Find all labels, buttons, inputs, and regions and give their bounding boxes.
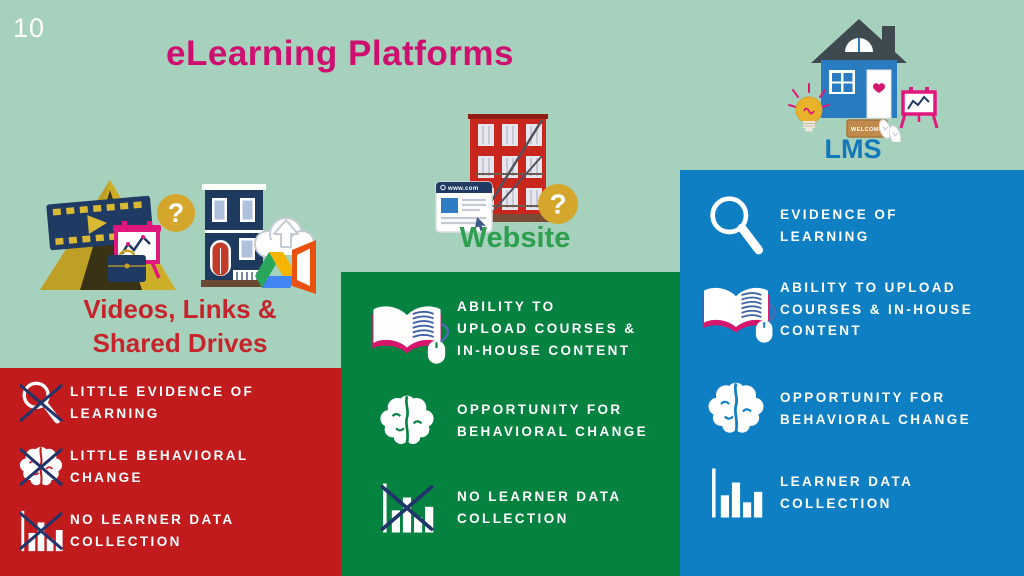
list-item-text: LEARNER DATA COLLECTION <box>780 474 914 511</box>
question-mark-icon: ? <box>538 184 578 224</box>
easel-chart-icon <box>899 87 939 129</box>
barchart-crossed-icon <box>19 509 64 553</box>
svg-text:?: ? <box>549 189 566 220</box>
list-item-text: EVIDENCE OF LEARNING <box>780 207 898 244</box>
page-title: eLearning Platforms <box>166 34 514 73</box>
svg-text:?: ? <box>168 198 185 228</box>
book-upload-icon <box>371 305 450 365</box>
brain-crossed-icon <box>18 445 64 487</box>
list-item-text: NO LEARNER DATA COLLECTION <box>457 489 622 526</box>
house-icon <box>811 19 907 119</box>
list-item-text: OPPORTUNITY FOR BEHAVIORAL CHANGE <box>780 390 972 427</box>
briefcase-icon <box>108 249 146 282</box>
townhouse-icon <box>201 184 267 287</box>
brain-icon <box>707 381 765 435</box>
website-label: Website <box>459 222 571 254</box>
lightbulb-icon <box>788 83 830 132</box>
list-item-text: NO LEARNER DATA COLLECTION <box>70 512 235 549</box>
website-panel: ABILITY TO UPLOAD COURSES & IN-HOUSE CON… <box>341 272 680 576</box>
flip-flops-icon <box>878 119 902 142</box>
lms-label: LMS <box>824 134 882 164</box>
office-icon <box>292 240 316 294</box>
list-item-text: OPPORTUNITY FOR BEHAVIORAL CHANGE <box>457 402 649 439</box>
lms-panel: EVIDENCE OF LEARNING ABILITY TO UPLOAD C… <box>680 170 1024 576</box>
lms-illustration: WELCOME <box>788 19 939 142</box>
list-item: EVIDENCE OF LEARNING <box>680 194 1024 258</box>
welcome-mat-text: WELCOME <box>851 127 883 133</box>
list-item: NO LEARNER DATA COLLECTION <box>341 480 680 536</box>
magnifier-icon <box>704 194 768 258</box>
list-item-text: ABILITY TO UPLOAD COURSES & IN-HOUSE CON… <box>457 299 637 358</box>
list-item-text: ABILITY TO UPLOAD COURSES & IN-HOUSE CON… <box>780 279 974 339</box>
videos-links-label: Videos, Links & Shared Drives <box>83 294 277 359</box>
videos-links-illustration: ? <box>40 180 316 294</box>
list-item: ABILITY TO UPLOAD COURSES & IN-HOUSE CON… <box>680 274 1024 345</box>
list-item: LEARNER DATA COLLECTION <box>680 465 1024 521</box>
magnifier-crossed-icon <box>19 380 63 426</box>
list-item-text: LITTLE BEHAVIORAL CHANGE <box>70 448 249 485</box>
book-upload-icon <box>701 286 777 344</box>
google-drive-icon <box>255 252 297 288</box>
list-item-text: LITTLE EVIDENCE OF LEARNING <box>70 384 255 421</box>
list-item: LITTLE BEHAVIORAL CHANGE <box>0 444 341 490</box>
barchart-icon <box>712 466 764 520</box>
browser-window-icon: www.com <box>435 181 493 233</box>
brain-icon <box>379 394 435 446</box>
slide-number: 10 <box>13 13 46 43</box>
list-item: ABILITY TO UPLOAD COURSES & IN-HOUSE CON… <box>341 292 680 366</box>
apartment-building-icon <box>466 114 550 222</box>
browser-url: www.com <box>447 186 479 192</box>
barchart-crossed-icon <box>380 481 435 535</box>
list-item: LITTLE EVIDENCE OF LEARNING <box>0 380 341 426</box>
website-illustration: www.com ? <box>435 114 578 233</box>
list-item: NO LEARNER DATA COLLECTION <box>0 508 341 554</box>
list-item: OPPORTUNITY FOR BEHAVIORAL CHANGE <box>680 379 1024 439</box>
list-item: OPPORTUNITY FOR BEHAVIORAL CHANGE <box>341 392 680 450</box>
question-mark-icon: ? <box>157 194 195 232</box>
videos-panel: LITTLE EVIDENCE OF LEARNING LITTLE BEHAV… <box>0 368 341 576</box>
